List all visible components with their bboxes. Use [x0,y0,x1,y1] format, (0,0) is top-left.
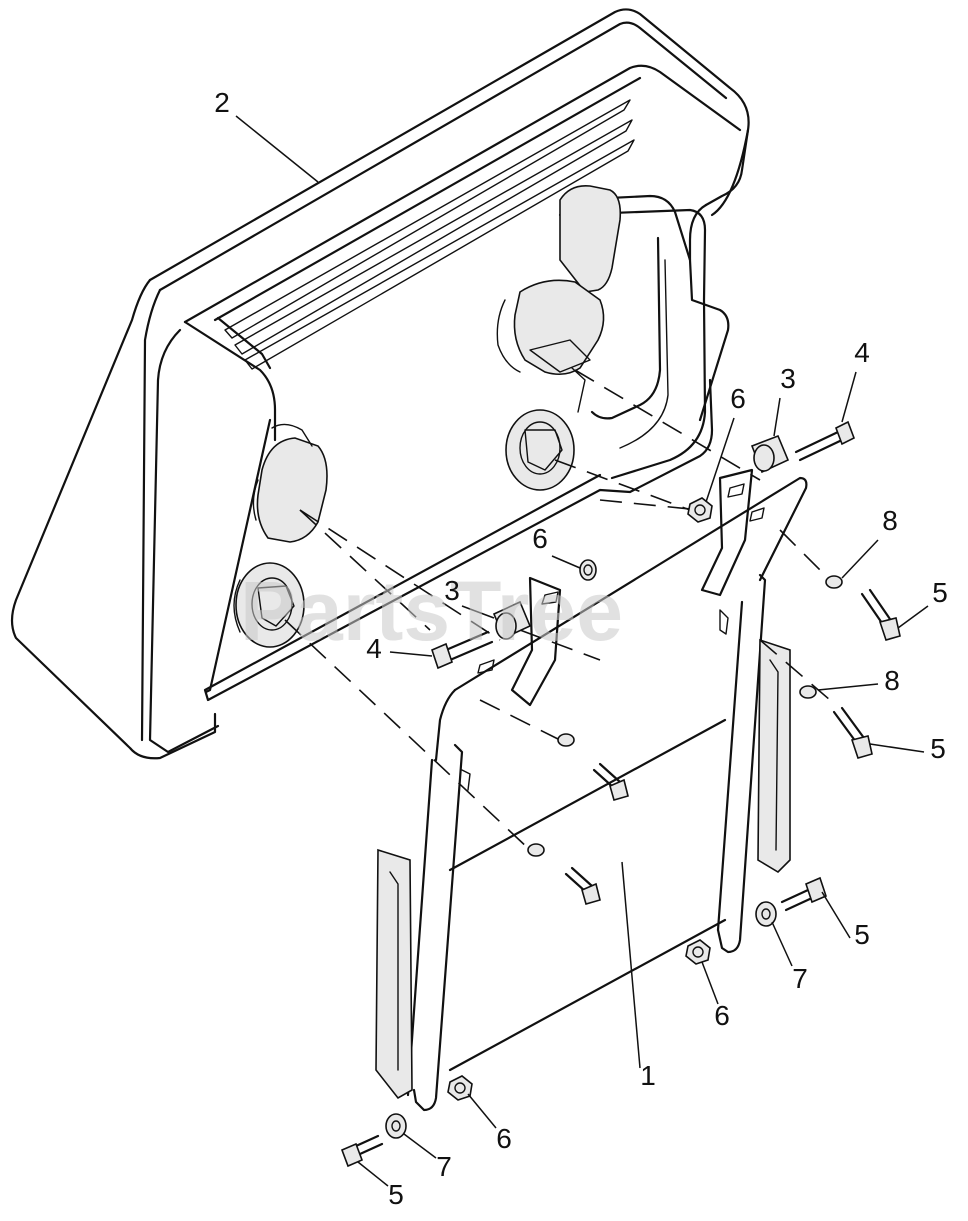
callout-8: 8 [882,505,898,536]
callout-6: 6 [730,383,746,414]
spacer-upper [750,434,790,474]
nut-left-lower [447,1075,473,1101]
bolt-5-f [564,866,601,905]
bolt-upper [794,420,856,462]
washer-left [385,1113,407,1139]
bolt-5-a [860,588,901,641]
leader-lines [235,115,929,1187]
hardware [340,420,901,1168]
callout-5: 5 [932,577,948,608]
bolt-5-e [592,762,629,801]
washer-8-upper [825,575,843,589]
washer-right [755,901,777,927]
bolt-5-d [340,1134,384,1168]
watermark-text: PartsTree [240,564,623,658]
callout-5: 5 [930,733,946,764]
callout-3: 3 [444,575,460,606]
callout-6: 6 [714,1000,730,1031]
bolt-lower [431,630,494,670]
callout-3: 3 [780,363,796,394]
callout-5: 5 [388,1179,404,1210]
callout-1: 1 [640,1060,656,1091]
callout-2: 2 [214,87,230,118]
bolt-5-c [780,876,827,912]
washer-mid-1 [557,733,575,747]
callout-6: 6 [496,1123,512,1154]
callout-6: 6 [532,523,548,554]
nut-upper [687,497,713,523]
callout-8: 8 [884,665,900,696]
nut-right-lower [685,939,711,965]
nut-middle [579,559,597,581]
washer-8-lower [799,685,817,699]
callout-4: 4 [854,337,870,368]
callout-labels: 1 2 3 3 4 4 5 5 5 5 6 6 6 6 7 7 8 8 [214,87,948,1210]
washer-mid-2 [527,843,545,857]
assembly-lines [284,369,831,851]
callout-4: 4 [366,633,382,664]
mounting-plate-part [375,468,808,1112]
callout-7: 7 [436,1151,452,1182]
bolt-5-b [832,706,873,759]
spacer-lower [492,600,532,640]
callout-5: 5 [854,919,870,950]
callout-7: 7 [792,963,808,994]
housing-part [10,8,750,760]
